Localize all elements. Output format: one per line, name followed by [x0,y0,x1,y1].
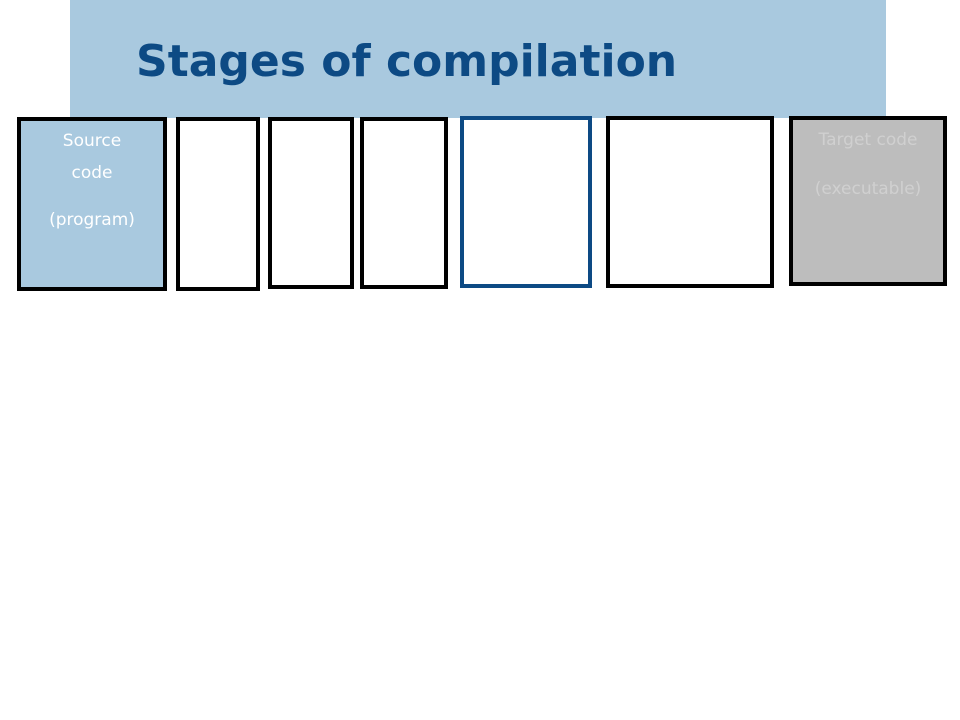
stage-box-2 [268,117,354,289]
stage-box-1 [176,117,260,291]
stage-box-5 [606,116,774,288]
title-band [70,0,886,118]
source-code-label-line1: Source [62,131,122,151]
source-code-box: Source code (program) [17,117,167,291]
target-code-box: Target code (executable) [789,116,947,286]
source-code-label-line2: code [71,163,113,183]
slide-title: Stages of compilation [136,36,678,87]
stage-box-3 [360,117,448,289]
source-code-label-line3: (program) [49,210,135,230]
target-code-label-line2: (executable) [814,179,922,199]
stage-box-4 [460,116,592,288]
target-code-label-line1: Target code [818,130,918,150]
